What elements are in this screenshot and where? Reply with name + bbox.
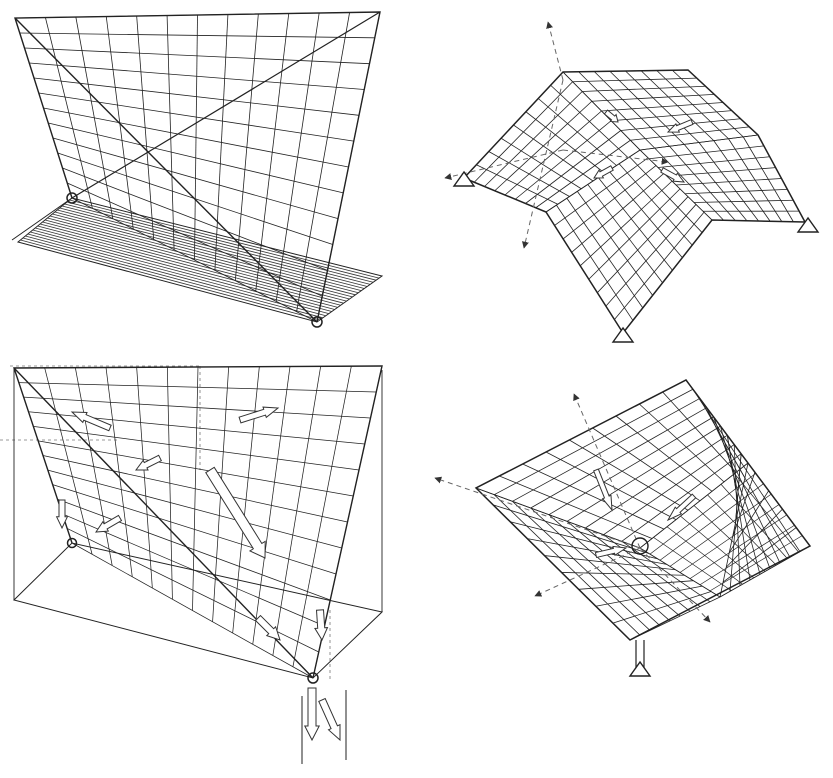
ruling-line bbox=[494, 495, 640, 636]
umbrella-edges bbox=[476, 380, 810, 640]
ruling-line bbox=[273, 366, 321, 655]
compression-arrow-icon bbox=[206, 467, 265, 558]
umbrella-outline bbox=[476, 380, 810, 640]
ruling-line bbox=[215, 15, 228, 271]
reaction-arrow-icon bbox=[305, 688, 319, 740]
ruling-line bbox=[710, 536, 802, 591]
umbrella-column-support bbox=[630, 640, 650, 676]
ruling-line bbox=[685, 189, 787, 193]
axis-arrow-left bbox=[435, 478, 640, 548]
base-plane bbox=[14, 543, 382, 678]
thrust-arrow-icon bbox=[604, 110, 618, 122]
ruling-line bbox=[680, 505, 779, 573]
ruling-line bbox=[592, 94, 714, 101]
ruling-line bbox=[660, 484, 764, 561]
ruling-line bbox=[106, 368, 132, 577]
ruling-line bbox=[233, 367, 260, 633]
ruling-line bbox=[700, 525, 795, 585]
axis-arrow-right bbox=[563, 150, 668, 162]
ruling-line bbox=[639, 404, 724, 482]
ruling-line bbox=[694, 200, 793, 202]
inverted-umbrella-panel bbox=[435, 380, 810, 676]
ruling-line bbox=[573, 78, 697, 82]
tension-arrow-icon bbox=[239, 407, 278, 423]
ruling-line bbox=[512, 501, 650, 630]
ruling-line bbox=[658, 157, 770, 168]
ruling-line bbox=[555, 158, 648, 226]
hypar-support-panel bbox=[12, 12, 382, 327]
hypar-edges bbox=[14, 366, 382, 678]
force-flow-arrows bbox=[57, 407, 346, 764]
ruling-line bbox=[45, 368, 92, 554]
ruling-line bbox=[567, 198, 643, 308]
vault-dashed-axes bbox=[445, 22, 668, 248]
ruling-line bbox=[614, 212, 704, 319]
ruling-line bbox=[75, 368, 112, 566]
ruling-line bbox=[512, 398, 699, 501]
hatched-ground-plane bbox=[18, 198, 382, 322]
umbrella-dashed-axes bbox=[435, 394, 710, 622]
hypar-force-flow-panel bbox=[0, 366, 382, 764]
ruling-line bbox=[235, 14, 258, 281]
ruling-line bbox=[499, 476, 652, 539]
ruling-line bbox=[582, 86, 705, 91]
ruling-line bbox=[667, 168, 776, 177]
support-triangle-icon bbox=[798, 218, 818, 232]
ruling-line bbox=[563, 166, 656, 239]
ruling-line bbox=[515, 121, 611, 200]
ruling-line bbox=[167, 16, 174, 250]
ruling-line bbox=[137, 16, 154, 239]
reaction-arrow-icon bbox=[256, 616, 280, 640]
ruling-line bbox=[556, 205, 632, 320]
support-triangle-icon bbox=[613, 328, 633, 342]
groin-vault-panel bbox=[445, 22, 818, 342]
ruling-line bbox=[606, 204, 696, 306]
support-triangle-icon bbox=[630, 662, 650, 676]
ruling-line bbox=[676, 179, 782, 186]
ruling-line bbox=[579, 581, 694, 590]
reaction-arrow-icon bbox=[315, 610, 328, 640]
ruling-line bbox=[45, 18, 92, 209]
ruling-line bbox=[137, 367, 153, 588]
hypar-boundary bbox=[14, 366, 382, 678]
flow-arrow-icon bbox=[594, 469, 612, 510]
vault-surface-grid bbox=[464, 70, 805, 333]
hypar-ruled-surface bbox=[14, 366, 382, 678]
compression-arrow-icon bbox=[136, 455, 161, 470]
axis-arrow-down bbox=[524, 80, 563, 248]
ruling-line bbox=[193, 367, 199, 611]
ruling-line bbox=[589, 189, 680, 279]
ruling-line bbox=[494, 389, 693, 494]
ruling-line bbox=[523, 464, 664, 529]
reaction-arrow-icon bbox=[319, 699, 340, 740]
ruling-line bbox=[572, 173, 664, 252]
base-plane-outline bbox=[14, 368, 382, 678]
ruling-line bbox=[76, 17, 113, 219]
axis-arrow-up bbox=[548, 22, 563, 80]
ruling-line bbox=[602, 103, 724, 112]
ruling-line bbox=[531, 508, 660, 626]
ruling-line bbox=[476, 488, 640, 548]
ruling-line bbox=[546, 150, 640, 212]
thrust-arrow-icon bbox=[668, 120, 693, 132]
umbrella-surface-grid bbox=[476, 380, 810, 640]
ruling-line bbox=[493, 505, 649, 554]
ruling-line bbox=[526, 131, 621, 204]
axis-arrow-up bbox=[574, 394, 640, 548]
thrust-arrow-icon bbox=[594, 166, 613, 178]
support-triangle-icon bbox=[454, 172, 474, 186]
tension-arrow-icon bbox=[72, 412, 111, 431]
ruling-line bbox=[593, 428, 700, 501]
ruling-line bbox=[485, 92, 583, 187]
ruling-line bbox=[611, 111, 732, 121]
ruling-line bbox=[649, 146, 764, 159]
ruling-line bbox=[630, 157, 703, 233]
